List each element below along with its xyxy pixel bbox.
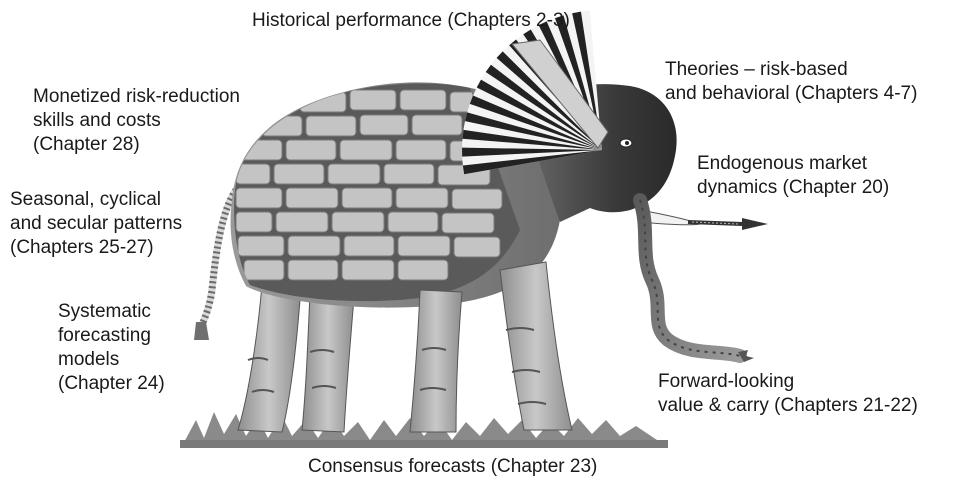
label-historical-performance: Historical performance (Chapters 2-3)	[252, 9, 570, 33]
label-consensus-forecasts: Consensus forecasts (Chapter 23)	[308, 455, 597, 479]
label-systematic-models: Systematic forecasting models (Chapter 2…	[58, 300, 165, 396]
label-seasonal-patterns: Seasonal, cyclical and secular patterns …	[10, 188, 182, 260]
spear	[688, 218, 768, 230]
label-forward-looking: Forward-looking value & carry (Chapters …	[658, 370, 918, 418]
tail-rope	[194, 190, 236, 340]
label-monetized-risk: Monetized risk-reduction skills and cost…	[33, 85, 240, 157]
label-endogenous-dynamics: Endogenous market dynamics (Chapter 20)	[697, 152, 889, 200]
back-legs	[238, 285, 354, 432]
label-theories: Theories – risk-based and behavioral (Ch…	[665, 58, 917, 106]
ear-fan	[462, 11, 608, 175]
